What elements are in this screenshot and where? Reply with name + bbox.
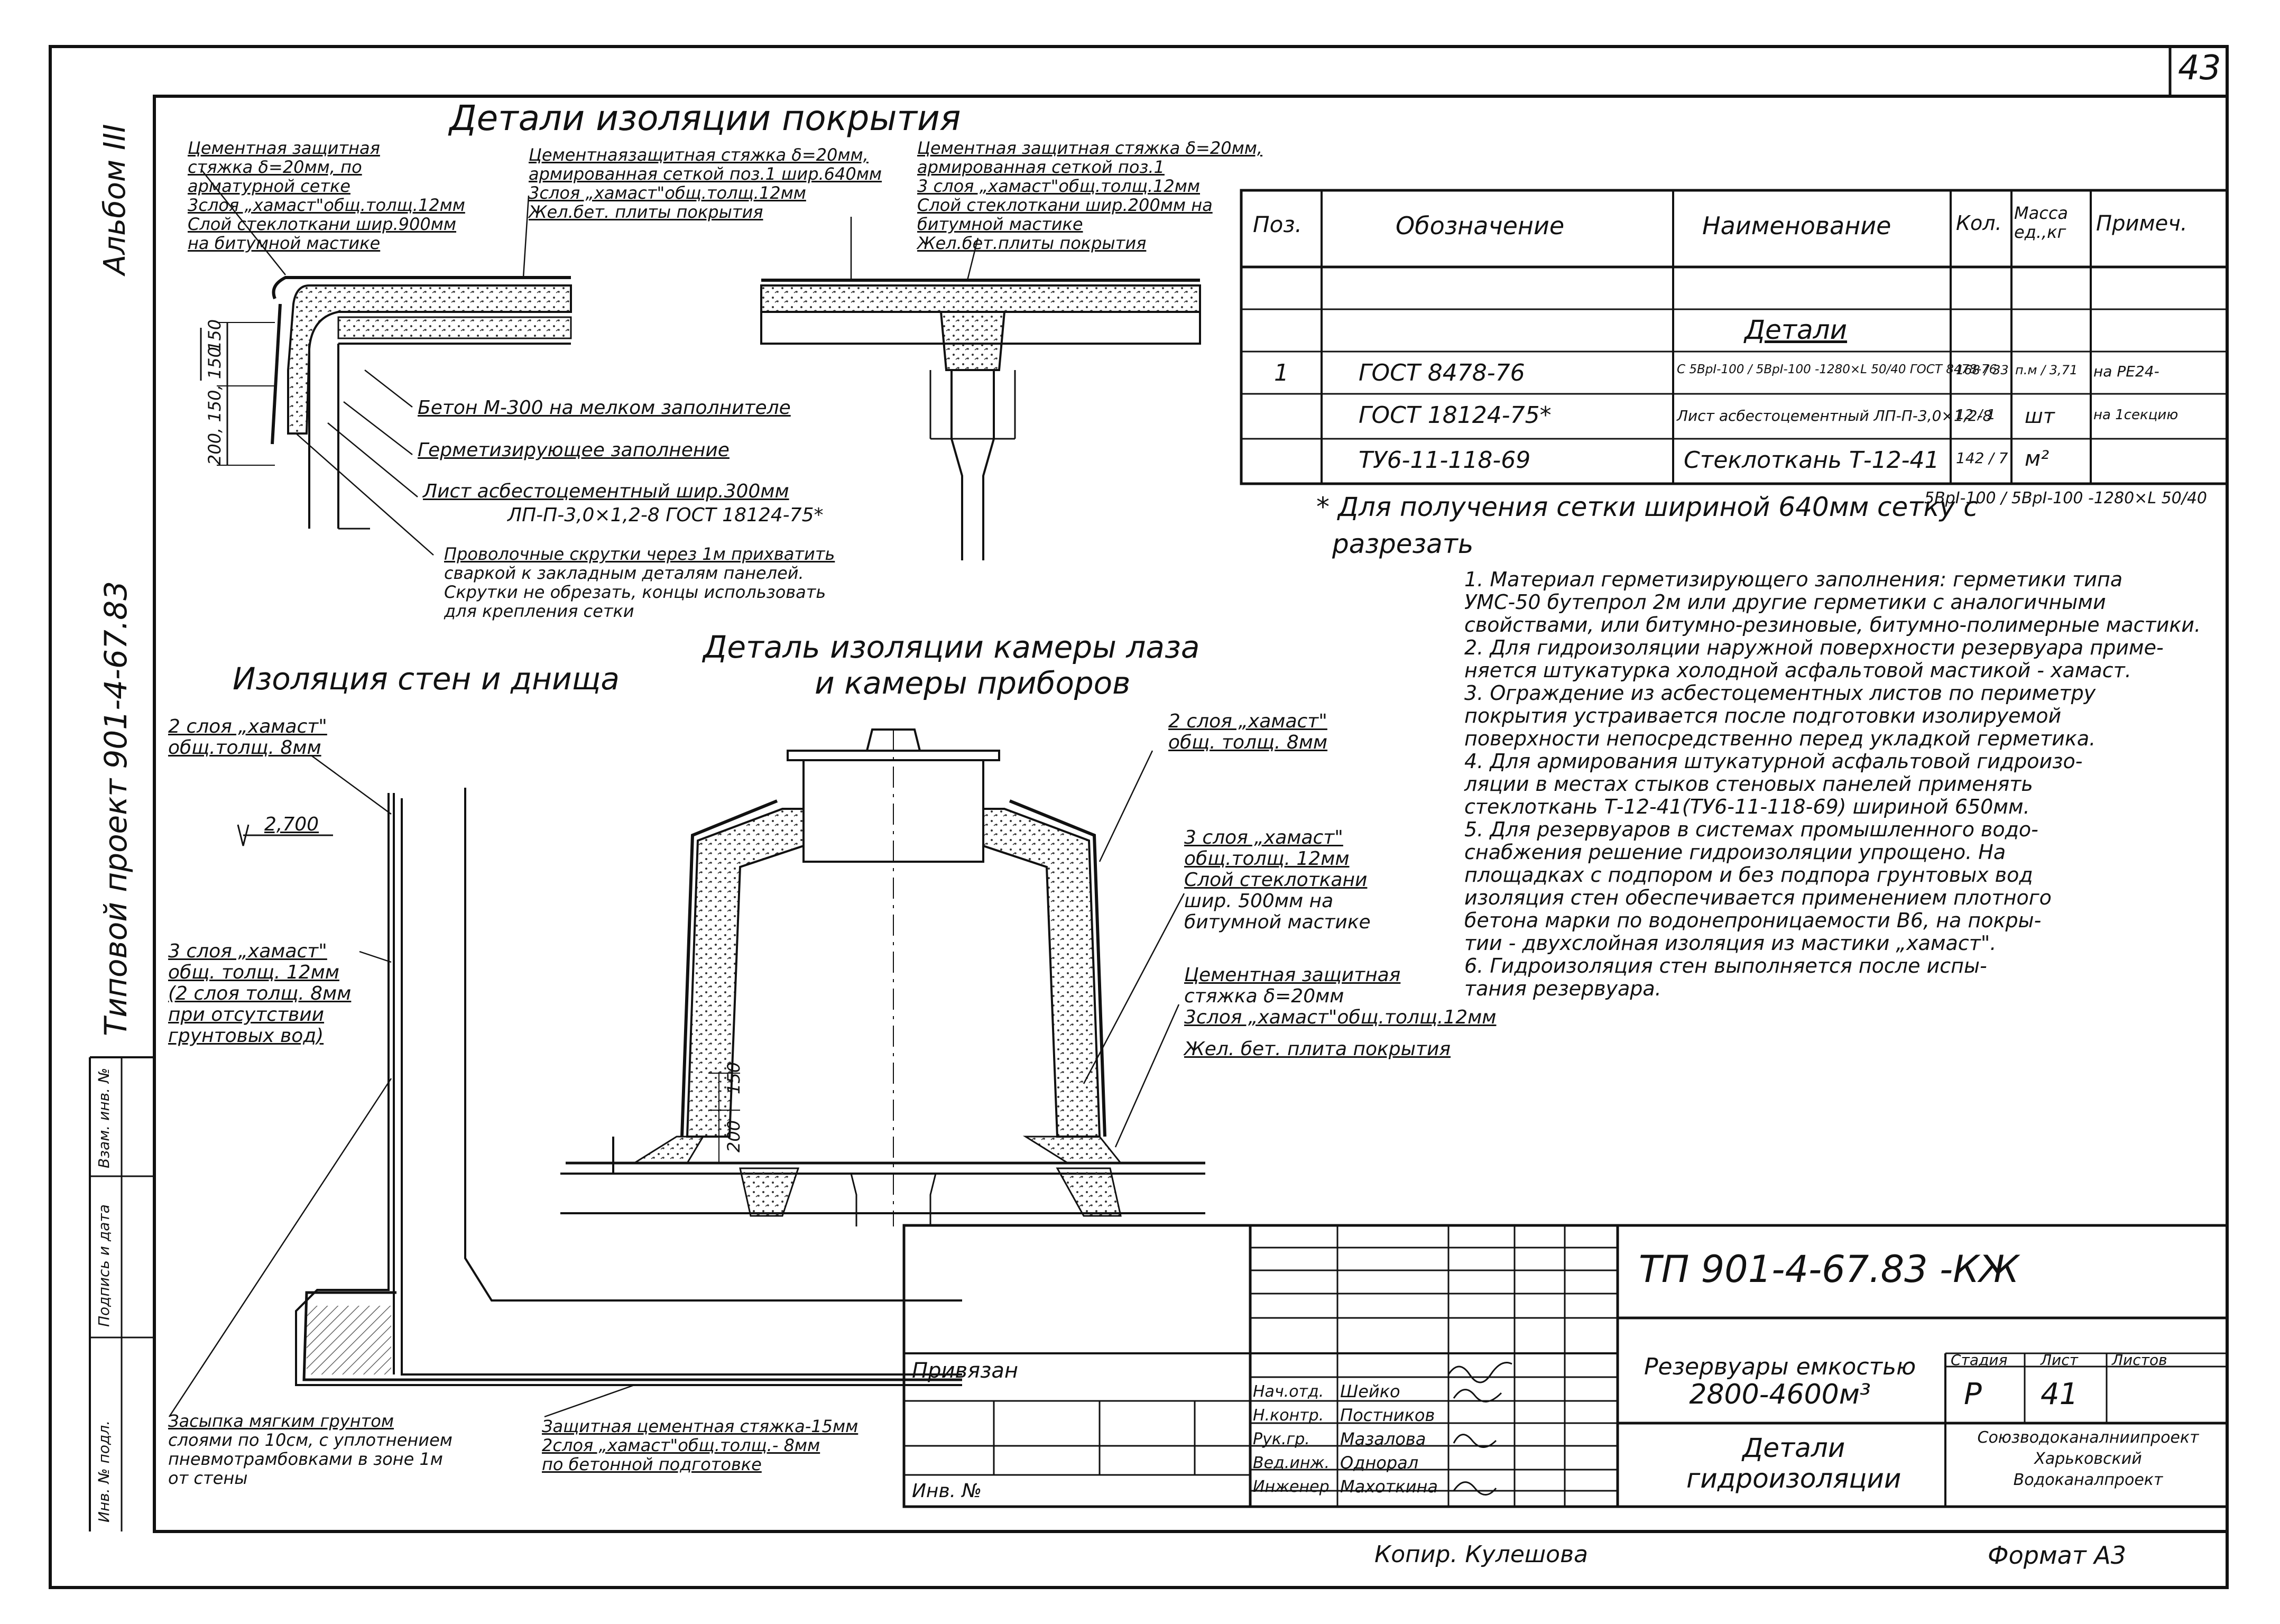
- spec-row2-note: на 1секцию: [2093, 407, 2179, 423]
- spec-row2-name: Лист асбестоцементный ЛП-П-3,0×1,2-8: [1677, 407, 1992, 425]
- wall-elevation: 2,700: [264, 814, 319, 835]
- wall-backfill-label: Засыпка мягким грунтом слоями по 10см, с…: [168, 1411, 453, 1488]
- spec-row1-note: на PE24-: [2093, 363, 2159, 380]
- spec-row3-name: Стеклоткань Т-12-41: [1684, 447, 1940, 474]
- wall-mid-label: 3 слоя „хамаст" общ. толщ. 12мм (2 слоя …: [168, 940, 352, 1047]
- spec-row2-qty: 12 / 1: [1956, 407, 1996, 423]
- spec-row3-designation: ТУ6-11-118-69: [1359, 447, 1531, 474]
- sheet-value: 41: [2041, 1377, 2079, 1411]
- footnote-line2: разрезать: [1332, 529, 1474, 559]
- tied-label: Привязан: [912, 1359, 1019, 1383]
- sheet-title: Детали гидроизоляции: [1686, 1433, 1901, 1494]
- stage-value: Р: [1964, 1377, 1982, 1411]
- spec-row1-pos: 1: [1274, 359, 1289, 386]
- spec-row1-mass: п.м / 3,71: [2015, 363, 2078, 377]
- spec-row3-qty: 142 / 7: [1956, 449, 2008, 467]
- roof-leader-wires: Проволочные скрутки через 1м прихватить …: [444, 544, 835, 621]
- roles-column: Нач.отд. Н.контр. Рук.гр. Вед.инж. Инжен…: [1253, 1382, 1330, 1496]
- hatch-title: Деталь изоляции камеры лаза и камеры при…: [703, 629, 1200, 701]
- spec-header-qty: Кол.: [1956, 211, 2002, 235]
- spec-section-details: Детали: [1744, 315, 1848, 345]
- footnote-mesh: 5ВрI-100 / 5ВрI-100 -1280×L 50/40: [1924, 489, 2208, 508]
- project-label: Типовой проект 901-4-67.83: [98, 581, 134, 1036]
- hatch-dim-200: 200: [724, 1120, 744, 1152]
- wall-title: Изоляция стен и днища: [233, 661, 620, 697]
- stamp-replace-label: Взам. инв. №: [95, 1067, 113, 1168]
- wall-top-label: 2 слоя „хамаст" общ.толщ. 8мм: [168, 716, 327, 759]
- general-notes: 1. Материал герметизирующего заполнения:…: [1464, 568, 2201, 1000]
- sheets-header: Листов: [2112, 1351, 2167, 1369]
- hatch-right-mid: 3 слоя „хамаст" общ.толщ. 12мм Слой стек…: [1184, 827, 1371, 933]
- sheet-header: Лист: [2041, 1351, 2078, 1369]
- hatch-right-top: 2 слоя „хамаст" общ. толщ. 8мм: [1168, 710, 1328, 753]
- spec-header-designation: Обозначение: [1396, 211, 1565, 240]
- spec-row1-name: С 5ВрI-100 / 5ВрI-100 -1280×L 50/40 ГОСТ…: [1677, 363, 1997, 376]
- stamp-inv-label: Инв. № подл.: [95, 1420, 113, 1522]
- spec-header-name: Наименование: [1702, 211, 1891, 240]
- roof-leader-sealant: Герметизирующее заполнение: [418, 439, 730, 461]
- spec-row3-mass: м²: [2025, 447, 2050, 471]
- drawing-code: ТП 901-4-67.83 -КЖ: [1639, 1248, 2019, 1291]
- spec-header-note: Примеч.: [2096, 211, 2187, 236]
- inv-label: Инв. №: [912, 1480, 982, 1502]
- organization: Союзводоканалниипроект Харьковский Водок…: [1977, 1428, 2199, 1489]
- spec-row1-designation: ГОСТ 8478-76: [1359, 359, 1525, 386]
- spec-header-pos: Поз.: [1253, 211, 1302, 237]
- stamp-sign-label: Подпись и дата: [95, 1204, 113, 1327]
- hatch-right-low: Цементная защитная стяжка δ=20мм 3слоя „…: [1184, 964, 1497, 1060]
- roof-left-callout: Цементная защитная стяжка δ=20мм, по арм…: [188, 138, 465, 253]
- roof-leader-concrete: Бетон М-300 на мелком заполнителе: [418, 397, 791, 419]
- stage-header: Стадия: [1951, 1351, 2008, 1369]
- album-label: Альбом III: [98, 124, 132, 275]
- wall-bottom-label: Защитная цементная стяжка-15мм 2слоя „ха…: [542, 1416, 859, 1474]
- hatch-dim-150: 150: [724, 1062, 744, 1094]
- roof-title: Детали изоляции покрытия: [449, 98, 961, 139]
- spec-header-mass: Масса ед.,кг: [2014, 203, 2069, 242]
- spec-row1-qty: 168 / 33: [1956, 363, 2009, 377]
- roof-right-callout: Цементная защитная стяжка δ=20мм, армиро…: [917, 138, 1263, 253]
- roof-leader-sheet: Лист асбестоцементный шир.300мм: [423, 481, 789, 502]
- names-column: Шейко Постников Мазалова Однорал Махотки…: [1340, 1381, 1438, 1497]
- roof-mid-callout: Цементнаязащитная стяжка δ=20мм, армиров…: [529, 145, 882, 222]
- spec-row2-mass: шт: [2025, 404, 2055, 428]
- spec-row2-designation: ГОСТ 18124-75*: [1359, 402, 1552, 429]
- format-label: Формат А3: [1988, 1541, 2126, 1570]
- footnote-line1: * Для получения сетки шириной 640мм сетк…: [1316, 492, 1978, 522]
- copied-by: Копир. Кулешова: [1374, 1541, 1588, 1568]
- roof-dim-stack: 200, 150, 150: [205, 347, 225, 465]
- page-number: 43: [2178, 49, 2221, 88]
- roof-leader-sheet-std: ЛП-П-3,0×1,2-8 ГОСТ 18124-75*: [507, 504, 824, 526]
- object-name: Резервуары емкостью 2800-4600м³: [1644, 1353, 1916, 1410]
